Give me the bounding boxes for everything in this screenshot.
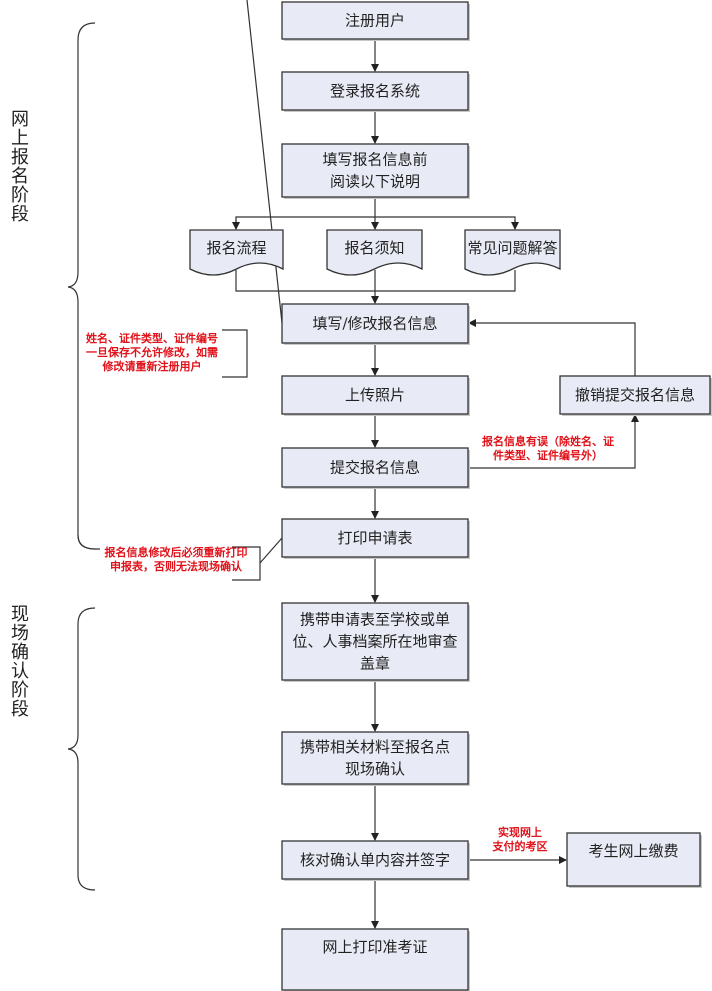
node-doc-process: 报名流程 (189, 229, 284, 276)
note-line: 一旦保存不允许修改，如需 (86, 345, 218, 359)
stage-char: 名 (11, 166, 29, 187)
node-label: 核对确认单内容并签字 (300, 851, 450, 869)
node-label: 打印申请表 (337, 529, 412, 547)
note-line: 支付的考区 (492, 839, 548, 853)
note-line: 报名信息有误（除姓名、证 (482, 434, 614, 448)
node-register: 注册用户 (281, 1, 470, 41)
callout-name-locked (222, 329, 248, 378)
node-label: 常见问题解答 (467, 239, 557, 257)
node-label: 携带相关材料至报名点 (300, 738, 450, 756)
node-upload-photo: 上传照片 (281, 375, 470, 416)
node-fill-info: 填写/修改报名信息 (281, 303, 470, 345)
stage-char: 上 (11, 128, 29, 149)
stage-char: 报 (11, 147, 29, 168)
note-line: 姓名、证件类型、证件编号 (86, 331, 218, 345)
note-line: 修改请重新注册用户 (102, 359, 202, 373)
stage-char: 阶 (11, 680, 29, 701)
node-revoke-submit: 撤销提交报名信息 (559, 375, 712, 416)
note-info-error: 报名信息有误（除姓名、证件类型、证件编号外） (482, 434, 614, 462)
node-sign-confirm: 核对确认单内容并签字 (281, 840, 470, 881)
stage-char: 段 (11, 699, 29, 720)
node-doc-notice: 报名须知 (326, 229, 423, 276)
node-label: 网上打印准考证 (322, 938, 427, 956)
node-submit-info: 提交报名信息 (281, 447, 470, 489)
edge-submit-revoke (468, 414, 639, 469)
connectors (77, 0, 639, 929)
node-label: 考生网上缴费 (588, 842, 678, 860)
node-doc-faq: 常见问题解答 (464, 229, 561, 276)
note-line: 实现网上 (498, 825, 542, 839)
node-label: 盖章 (360, 655, 390, 673)
node-label: 登录报名系统 (330, 82, 420, 100)
stage-char: 认 (11, 661, 29, 682)
node-print-form: 打印申请表 (281, 518, 470, 559)
node-login: 登录报名系统 (281, 71, 470, 112)
node-label: 提交报名信息 (330, 459, 420, 477)
stage-char: 确 (11, 642, 29, 663)
node-label: 报名须知 (344, 239, 404, 257)
node-label: 现场确认 (345, 760, 405, 778)
note-line: 申报表，否则无法现场确认 (110, 559, 243, 573)
stage-char: 现 (11, 604, 29, 625)
note-line: 报名信息修改后必须重新打印 (105, 545, 248, 559)
node-label: 填写报名信息前 (322, 151, 427, 169)
node-label: 填写/修改报名信息 (312, 315, 437, 333)
stage-char: 段 (11, 204, 29, 225)
node-label: 阅读以下说明 (330, 173, 420, 191)
edge-revoke-fill (468, 319, 636, 376)
node-label: 携带申请表至学校或单 (300, 611, 450, 629)
callout-reprint (232, 546, 261, 581)
stage-char: 场 (11, 623, 29, 644)
node-label: 位、人事档案所在地审查 (292, 633, 457, 651)
stage-char: 网 (11, 109, 29, 130)
node-label: 报名流程 (206, 239, 266, 257)
node-label: 上传照片 (345, 386, 405, 404)
node-label: 撤销提交报名信息 (575, 386, 695, 404)
node-online-pay: 考生网上缴费 (566, 832, 702, 888)
node-print-ticket: 网上打印准考证 (281, 928, 470, 991)
stage-char: 阶 (11, 185, 29, 206)
note-line: 件类型、证件编号外） (493, 448, 603, 462)
onsite-stage-brace (67, 607, 96, 891)
node-label: 注册用户 (345, 12, 405, 30)
online-stage-brace (67, 22, 96, 550)
